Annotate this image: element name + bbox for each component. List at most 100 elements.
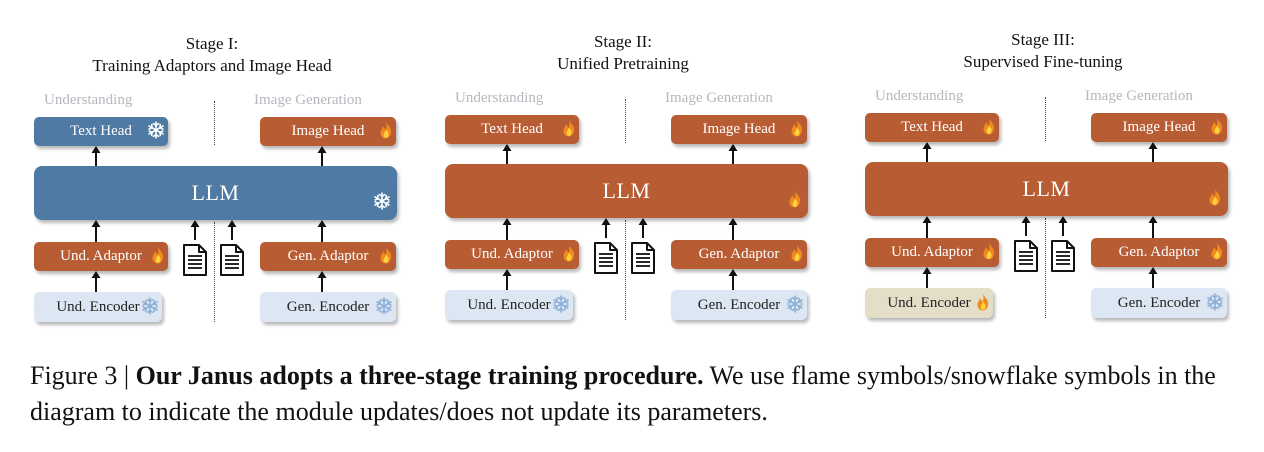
flame-icon bbox=[379, 246, 393, 269]
arrow-doc1-llm bbox=[1020, 216, 1032, 236]
llm-block-label: LLM bbox=[602, 178, 651, 203]
document-icon bbox=[219, 243, 245, 277]
llm-block: LLM bbox=[865, 162, 1228, 216]
arrow-imagebus bbox=[316, 146, 328, 166]
und-adaptor: Und. Adaptor bbox=[865, 238, 999, 267]
und-encoder-label: Und. Encoder bbox=[56, 298, 140, 315]
flame-icon bbox=[982, 242, 996, 265]
arrow-gen-encoder-adaptor bbox=[316, 271, 328, 292]
stage-title: Stage I: Training Adaptors and Image Head bbox=[2, 33, 422, 77]
caption-bold: Our Janus adopts a three-stage training … bbox=[135, 361, 704, 390]
section-divider-top bbox=[214, 101, 215, 145]
flame-icon bbox=[562, 244, 576, 267]
stage-title-line1: Stage III: bbox=[1011, 30, 1075, 49]
understanding-label: Understanding bbox=[44, 92, 133, 108]
image-head-label: Image Head bbox=[291, 123, 365, 139]
llm-block-label: LLM bbox=[1022, 176, 1071, 201]
und-adaptor: Und. Adaptor bbox=[445, 240, 579, 269]
understanding-label: Understanding bbox=[455, 90, 544, 106]
stage-title-line2: Training Adaptors and Image Head bbox=[92, 56, 332, 75]
image-head: Image Head bbox=[1091, 113, 1227, 142]
arrow-doc1-llm bbox=[189, 220, 201, 240]
gen-encoder: Gen. Encoder bbox=[671, 290, 807, 320]
arrow-textbus bbox=[501, 144, 513, 164]
text-head: Text Head bbox=[445, 115, 579, 144]
gen-encoder-label: Gen. Encoder bbox=[697, 296, 781, 313]
arrow-textbus bbox=[90, 146, 102, 166]
gen-encoder: Gen. Encoder bbox=[260, 292, 396, 322]
section-divider-bottom bbox=[625, 220, 626, 320]
document-icon bbox=[1013, 239, 1039, 273]
snowflake-icon bbox=[375, 297, 393, 320]
section-divider-bottom bbox=[214, 222, 215, 322]
image-generation-label: Image Generation bbox=[665, 90, 773, 106]
document-icon bbox=[1050, 239, 1076, 273]
llm-block-label: LLM bbox=[191, 180, 240, 205]
snowflake-icon bbox=[552, 295, 570, 318]
gen-encoder-label: Gen. Encoder bbox=[286, 298, 370, 315]
und-adaptor-label: Und. Adaptor bbox=[471, 246, 553, 262]
snowflake-icon bbox=[786, 295, 804, 318]
arrow-textbus bbox=[921, 142, 933, 162]
section-divider-top bbox=[625, 99, 626, 143]
arrow-doc2-llm bbox=[1057, 216, 1069, 236]
flame-icon bbox=[1210, 117, 1224, 140]
gen-encoder-label: Gen. Encoder bbox=[1117, 294, 1201, 311]
arrow-gen-adaptor-llm bbox=[727, 218, 739, 240]
gen-adaptor-label: Gen. Adaptor bbox=[287, 248, 369, 264]
snowflake-icon bbox=[373, 190, 391, 216]
section-divider-top bbox=[1045, 97, 1046, 141]
arrow-und-encoder-adaptor bbox=[501, 269, 513, 290]
snowflake-icon bbox=[147, 121, 165, 144]
stage-title: Stage II:Unified Pretraining bbox=[413, 31, 833, 75]
flame-icon bbox=[790, 119, 804, 142]
arrow-gen-adaptor-llm bbox=[1147, 216, 1159, 238]
gen-adaptor-label: Gen. Adaptor bbox=[698, 246, 780, 262]
gen-adaptor: Gen. Adaptor bbox=[1091, 238, 1227, 267]
stage-1-panel: Stage I: Training Adaptors and Image Head… bbox=[2, 0, 422, 340]
arrow-imagebus bbox=[727, 144, 739, 164]
arrow-und-encoder-adaptor bbox=[90, 271, 102, 292]
image-head: Image Head bbox=[260, 117, 396, 146]
arrow-doc2-llm bbox=[226, 220, 238, 240]
image-head-label: Image Head bbox=[702, 121, 776, 137]
und-encoder-label: Und. Encoder bbox=[887, 294, 971, 311]
gen-encoder: Gen. Encoder bbox=[1091, 288, 1227, 318]
arrow-und-adaptor-llm bbox=[501, 218, 513, 240]
arrow-und-adaptor-llm bbox=[921, 216, 933, 238]
flame-icon bbox=[982, 117, 996, 140]
image-head: Image Head bbox=[671, 115, 807, 144]
llm-block: LLM bbox=[445, 164, 808, 218]
document-icon bbox=[593, 241, 619, 275]
flame-icon bbox=[151, 246, 165, 269]
flame-icon bbox=[790, 244, 804, 267]
document-icon bbox=[182, 243, 208, 277]
arrow-imagebus bbox=[1147, 142, 1159, 162]
und-encoder-label: Und. Encoder bbox=[467, 296, 551, 313]
caption-rest: We use flame symbols/snowflake symbols i… bbox=[30, 361, 1216, 426]
image-generation-label: Image Generation bbox=[1085, 88, 1193, 104]
text-head-label: Text Head bbox=[70, 123, 132, 139]
flame-icon bbox=[1208, 186, 1222, 212]
stage-title: Stage III: Supervised Fine-tuning bbox=[833, 29, 1253, 73]
arrow-doc1-llm bbox=[600, 218, 612, 238]
arrow-und-adaptor-llm bbox=[90, 220, 102, 242]
stage-title-line1: Stage I: bbox=[185, 34, 239, 53]
caption-prefix: Figure 3 | bbox=[30, 361, 136, 390]
gen-adaptor: Gen. Adaptor bbox=[260, 242, 396, 271]
arrow-gen-adaptor-llm bbox=[316, 220, 328, 242]
arrow-doc2-llm bbox=[637, 218, 649, 238]
stage-title-line2: Supervised Fine-tuning bbox=[963, 52, 1123, 71]
und-encoder: Und. Encoder bbox=[34, 292, 162, 322]
und-adaptor-label: Und. Adaptor bbox=[60, 248, 142, 264]
image-generation-label: Image Generation bbox=[254, 92, 362, 108]
text-head-label: Text Head bbox=[481, 121, 543, 137]
flame-icon bbox=[1210, 242, 1224, 265]
stage-title-line1: Stage II: bbox=[593, 32, 653, 51]
arrow-gen-encoder-adaptor bbox=[727, 269, 739, 290]
flame-icon bbox=[562, 119, 576, 142]
llm-block: LLM bbox=[34, 166, 397, 220]
text-head: Text Head bbox=[865, 113, 999, 142]
